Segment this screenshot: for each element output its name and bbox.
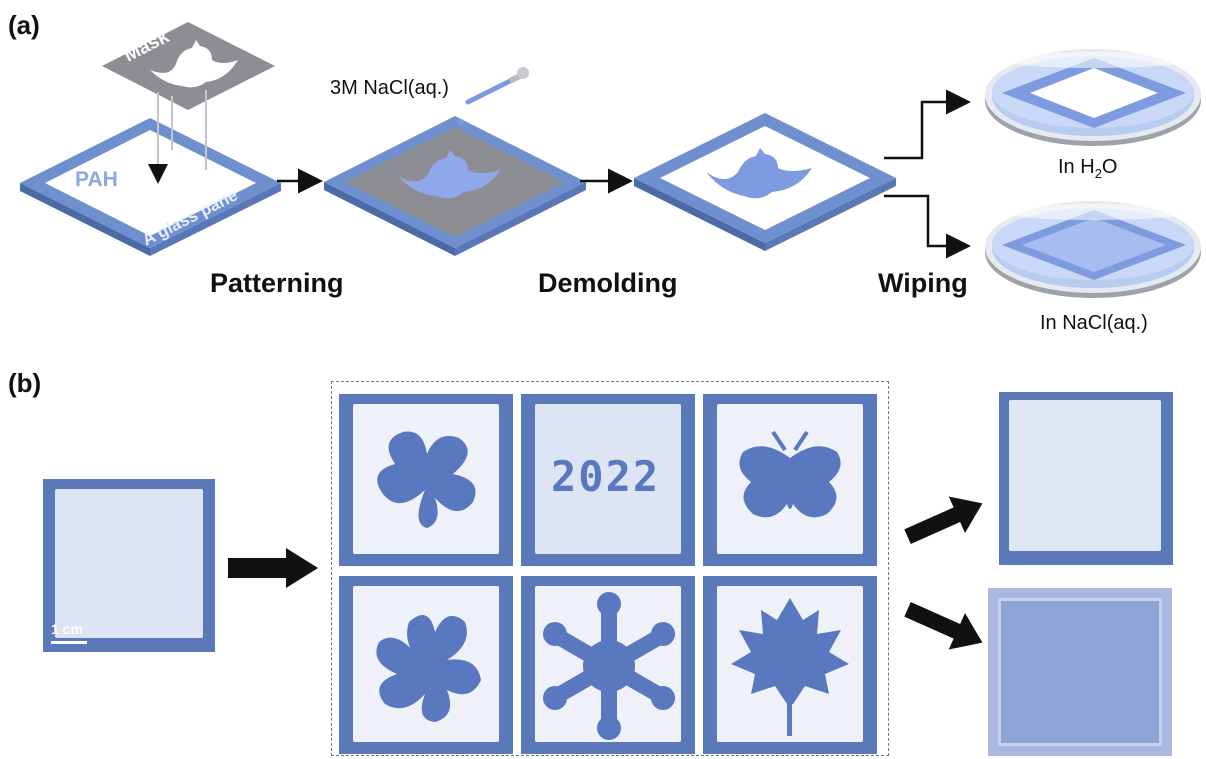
photo-result-water	[999, 392, 1173, 565]
caption-in-nacl: In NaCl(aq.)	[1040, 312, 1148, 334]
mask-sheet	[102, 22, 275, 184]
caption-h2o-prefix: In H	[1058, 156, 1095, 178]
four-leaf-clover-shape	[376, 614, 481, 722]
caption-h2o-suffix: O	[1101, 156, 1118, 178]
scale-bar-label: 1 cm	[51, 621, 83, 637]
photo-initial-film: 1 cm	[43, 479, 215, 652]
maple-leaf-shape	[731, 598, 849, 736]
pipette-icon	[458, 67, 529, 125]
arrow-to-nacl-result	[904, 602, 983, 650]
panel-a-label: (a)	[8, 10, 40, 40]
glass-pane-3	[634, 113, 896, 251]
butterfly-shape	[739, 430, 841, 518]
pattern-tile-snowflake	[521, 576, 695, 754]
step-wiping: Wiping	[878, 268, 968, 298]
clover-three-leaf-shape	[377, 431, 476, 528]
branch-arrow-down	[884, 194, 971, 259]
branch-arrow-up	[884, 89, 971, 160]
step-demolding: Demolding	[538, 268, 678, 298]
pattern-tile-maple-leaf	[703, 576, 877, 754]
arrow-to-water-result	[904, 496, 983, 544]
year-text: 2022	[551, 452, 661, 501]
step-patterning: Patterning	[210, 268, 344, 298]
glass-pane-2	[324, 116, 586, 256]
pah-label: PAH	[75, 168, 118, 191]
snowflake-shape	[543, 592, 675, 740]
petri-dish-h2o	[985, 49, 1201, 146]
pattern-tile-clover	[339, 394, 513, 566]
pattern-tile-four-leaf	[339, 576, 513, 754]
pattern-tile-butterfly	[703, 394, 877, 566]
panel-b-label: (b)	[8, 368, 42, 398]
scale-bar	[51, 641, 87, 644]
nacl-drop-label: 3M NaCl(aq.)	[330, 77, 449, 99]
petri-dish-nacl	[985, 201, 1201, 298]
arrow-to-patterns	[228, 548, 318, 588]
caption-h2o-subscript: 2	[1094, 166, 1102, 181]
caption-in-h2o: In H2O	[1058, 156, 1117, 181]
patterns-frame	[331, 381, 889, 756]
pattern-tile-2022: 2022	[521, 394, 695, 566]
panel-a-diagram: PAH A glass pane Mask 3M NaCl(aq.)	[20, 22, 1201, 298]
photo-result-nacl	[988, 588, 1172, 756]
